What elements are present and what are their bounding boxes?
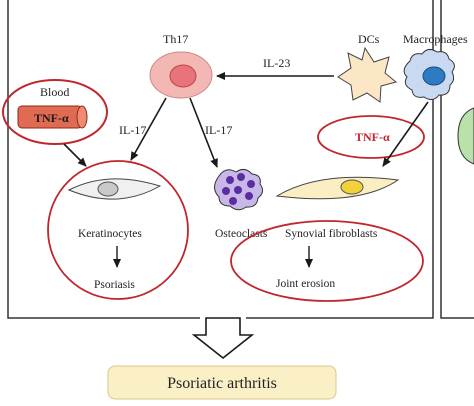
blood-to-keratinocyte-arrow [63, 143, 87, 167]
down-arrow [191, 317, 255, 360]
osteoclast-cell [214, 168, 264, 211]
il23-label: IL-23 [263, 56, 290, 70]
joint-erosion-label: Joint erosion [276, 278, 335, 290]
dc-cell [337, 46, 398, 103]
tnf-blood-label: TNF-α [34, 111, 69, 125]
synovial-fibroblasts-label: Synovial fibroblasts [285, 228, 378, 240]
th17-label: Th17 [163, 32, 188, 46]
macrophage-cell [403, 48, 455, 101]
il17-osteoclast-arrow [189, 97, 218, 168]
synovial-fibroblast-cell [275, 176, 400, 200]
dcs-label: DCs [358, 32, 380, 46]
il17-keratinocyte-arrow [130, 97, 167, 161]
tnf-macro-label: TNF-α [355, 130, 390, 144]
th17-cell [149, 51, 213, 99]
il17-right-label: IL-17 [205, 123, 232, 137]
psoriatic-arthritis-label: Psoriatic arthritis [167, 375, 277, 392]
tnf-blood-tube [17, 105, 88, 129]
side-cell [457, 107, 474, 165]
macrophage-to-fibroblast-arrow [382, 101, 429, 167]
psoriatic-arthritis-box [107, 365, 337, 400]
keratinocyte-cell [67, 178, 162, 200]
macrophages-label: Macrophages [403, 32, 468, 46]
blood-label: Blood [40, 85, 69, 99]
panel-frame [7, 0, 474, 319]
tnf-blood-ring [2, 79, 108, 145]
keratinocytes-label: Keratinocytes [78, 228, 142, 240]
osteoclasts-label: Osteoclasts [215, 228, 268, 240]
joint-erosion-ring [230, 220, 424, 302]
psoriasis-label: Psoriasis [94, 279, 135, 291]
tnf-macro-ring [317, 115, 425, 159]
il17-left-label: IL-17 [119, 123, 146, 137]
keratinocyte-ring [47, 160, 189, 300]
